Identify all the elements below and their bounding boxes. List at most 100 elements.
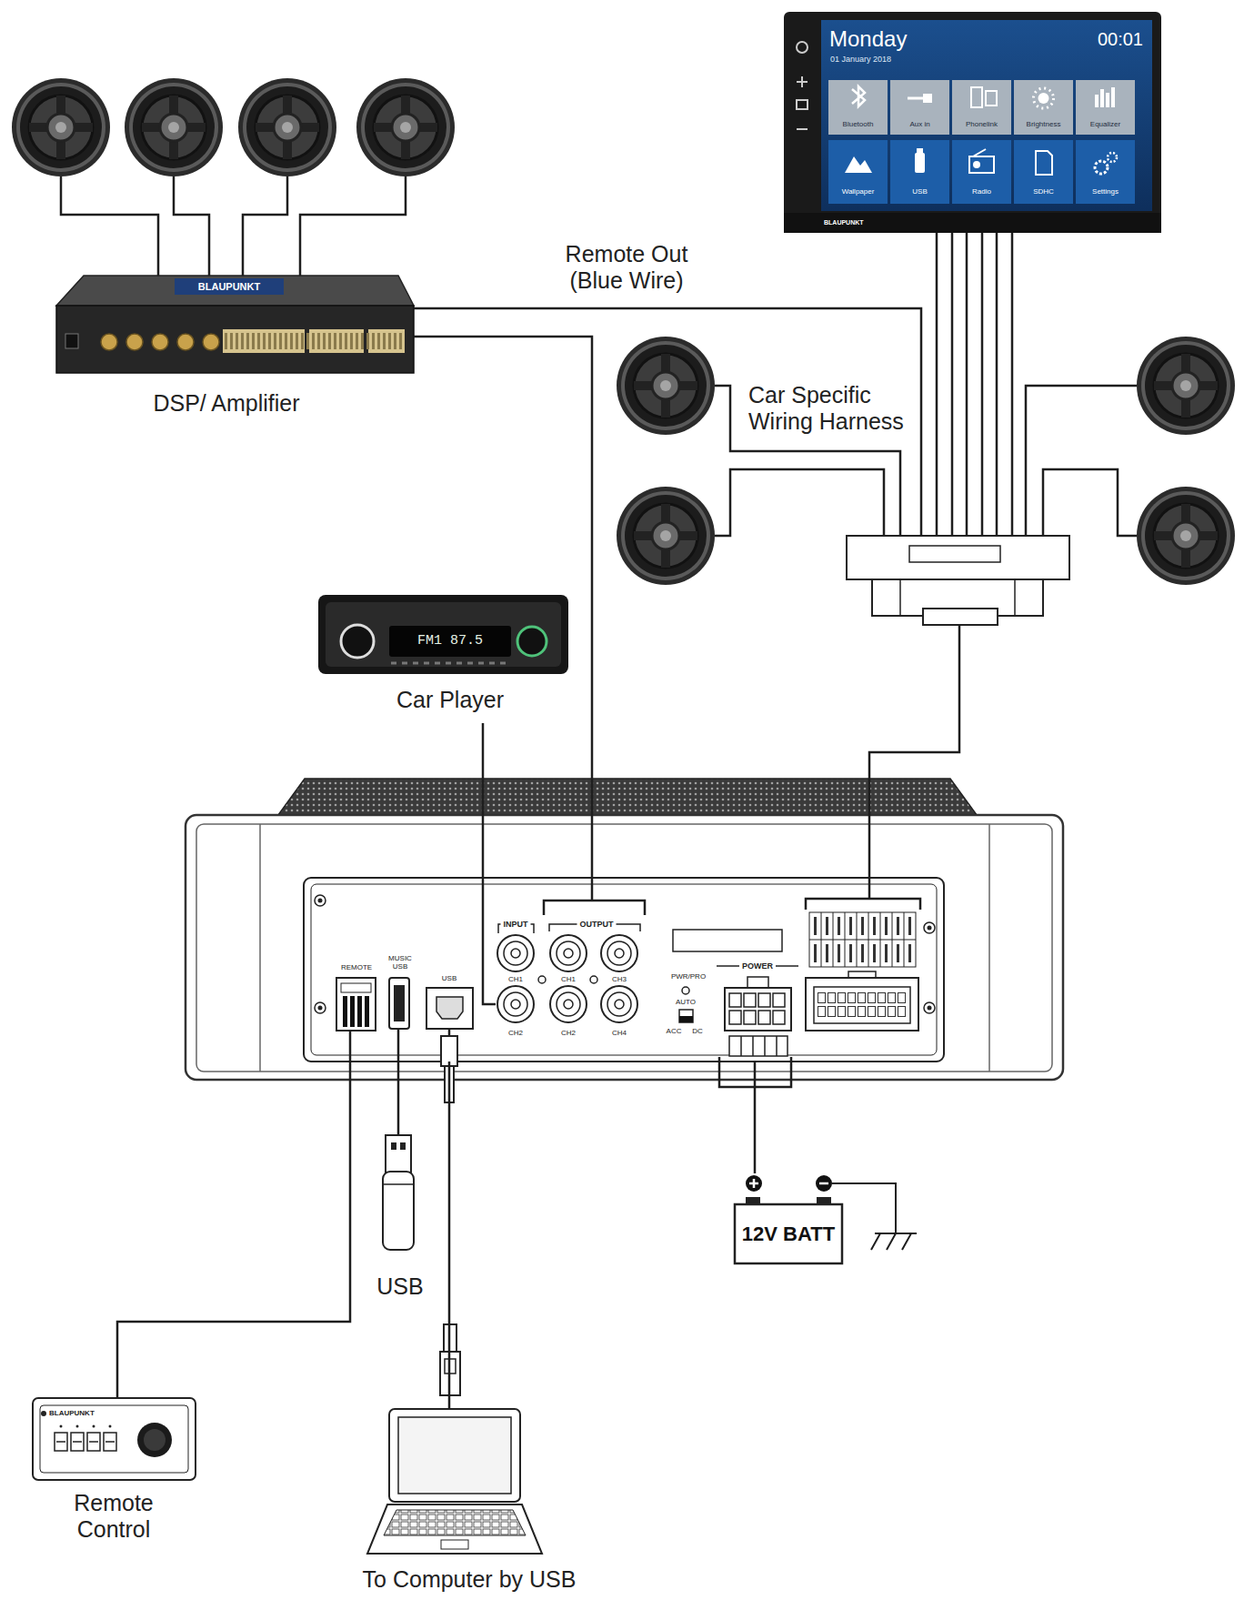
car-player-face	[325, 601, 562, 667]
menu-tile	[828, 140, 888, 204]
wallpaper-icon	[844, 156, 873, 173]
device-caption: USB	[376, 1273, 423, 1300]
housing-line	[988, 823, 991, 1072]
usb-b-port	[436, 996, 463, 1019]
subwoofer-grille	[275, 778, 980, 819]
group-label: INPUT	[501, 919, 532, 929]
switch-label: DC	[692, 1026, 703, 1035]
pin-legend-grid	[809, 912, 916, 967]
power-pin	[729, 993, 742, 1007]
phonelink-icon	[971, 87, 983, 108]
settings-icon	[1094, 160, 1108, 174]
speaker-wire	[1043, 469, 1137, 536]
menu-label: Settings	[1092, 187, 1119, 196]
remote-knob	[143, 1428, 166, 1451]
screw	[314, 1002, 326, 1014]
dsp-terminal-pins	[224, 332, 405, 350]
blank-plate	[672, 929, 783, 952]
power-pin	[758, 993, 771, 1007]
laptop-lid	[389, 1408, 521, 1502]
speaker-wire	[1025, 385, 1137, 536]
head-unit-button	[796, 128, 808, 131]
dsp-rca	[177, 333, 194, 351]
power-pin	[743, 993, 756, 1007]
speaker	[616, 336, 715, 435]
usb-b-port	[426, 987, 473, 1029]
car-player-buttons	[391, 662, 510, 665]
control-panel	[311, 883, 937, 1055]
dsp-logo-plate	[174, 278, 284, 295]
wire-connector	[413, 308, 922, 536]
equalizer-icon	[1094, 94, 1099, 108]
menu-tile	[890, 140, 950, 204]
menu-label: Aux in	[909, 120, 930, 129]
remote-port	[341, 983, 372, 993]
harness-socket-pins	[816, 991, 907, 1019]
brightness-icon	[1033, 88, 1054, 109]
group-label: OUTPUT	[577, 919, 617, 929]
dsp-rca	[126, 333, 143, 351]
settings-icon	[1107, 152, 1117, 162]
wire-bracket	[543, 900, 645, 915]
screw	[314, 894, 326, 906]
menu-label: Phonelink	[965, 120, 998, 129]
remote-control-drawing	[32, 1397, 196, 1480]
menu-tile	[890, 80, 950, 135]
dsp-port	[65, 333, 79, 349]
usb-stick-drawing	[382, 1134, 414, 1250]
speaker	[356, 78, 455, 177]
channel-label: CH3	[611, 974, 627, 984]
sdhc-icon	[1035, 150, 1053, 175]
remote-port	[350, 995, 355, 1027]
remote-port	[336, 977, 376, 1031]
speaker	[124, 78, 223, 177]
head-unit-button	[801, 76, 803, 88]
usb-stick-plug	[391, 1142, 397, 1150]
head-unit-bezel	[783, 212, 1162, 233]
laptop-screen	[398, 1416, 512, 1494]
wire-connector	[869, 624, 960, 878]
head-unit-button	[796, 100, 808, 110]
wire-connector	[117, 1061, 351, 1398]
menu-tile	[1075, 80, 1135, 135]
port-label: MUSIC USB	[386, 953, 414, 971]
power-pin	[729, 1010, 742, 1024]
menu-label: Wallpaper	[842, 187, 875, 196]
subwoofer-housing	[196, 823, 1053, 1072]
rca-jack	[497, 934, 534, 972]
usb-icon	[916, 148, 923, 153]
speaker	[11, 78, 111, 177]
harness-wire	[995, 232, 999, 536]
mode-switch	[679, 1015, 693, 1023]
wire-connector	[753, 1061, 757, 1174]
harness-plug	[922, 608, 998, 625]
remote-knob	[137, 1422, 172, 1457]
dsp-rca	[100, 333, 118, 351]
positive-mark	[745, 1174, 763, 1192]
wire-connector	[965, 232, 969, 536]
harness-line	[899, 579, 902, 616]
car-player-drawing	[318, 594, 569, 674]
harness-caption: Car Specific Wiring Harness	[748, 381, 917, 435]
ground-post	[590, 975, 598, 984]
battery-body	[734, 1203, 843, 1264]
wire-label: Remote Out (Blue Wire)	[546, 240, 707, 294]
positive-mark	[749, 1178, 759, 1188]
car-player-knob	[517, 626, 547, 656]
channel-label: CH2	[508, 1028, 523, 1037]
wire-bracket	[805, 898, 921, 910]
usb-icon	[914, 152, 925, 173]
menu-label: Brightness	[1026, 120, 1062, 129]
laptop-keyboard	[383, 1509, 526, 1535]
menu-label: Bluetooth	[842, 120, 874, 129]
usb-stick-body	[382, 1183, 414, 1185]
device-caption: Car Player	[396, 686, 504, 713]
wire-connector	[448, 1061, 452, 1409]
speaker	[1136, 336, 1235, 435]
rca-jack	[550, 985, 587, 1023]
harness-wire	[981, 232, 984, 536]
harness-wire	[1011, 232, 1014, 536]
negative-mark	[815, 1174, 833, 1192]
head-unit-drawing	[783, 11, 1162, 233]
